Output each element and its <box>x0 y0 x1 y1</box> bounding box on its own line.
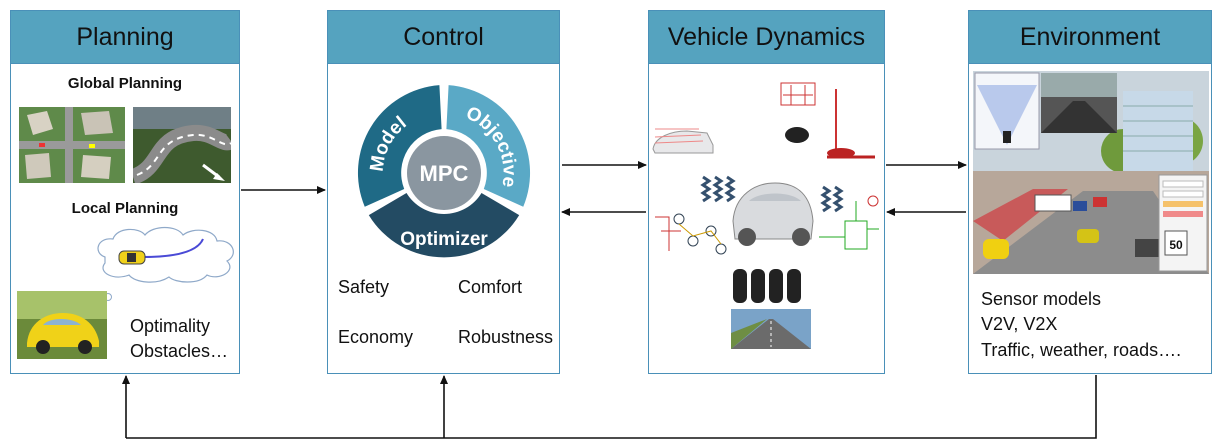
tires-icon <box>733 269 801 303</box>
planning-block: Planning Global Planning Local Planning <box>10 10 240 374</box>
aero-car-icon <box>652 128 714 154</box>
global-planning-label: Global Planning <box>67 75 183 92</box>
optimizer-segment <box>368 193 520 258</box>
optimizer-label: Optimizer <box>400 229 488 250</box>
environment-note-3: Traffic, weather, roads…. <box>981 340 1182 360</box>
mpc-label: MPC <box>420 161 469 186</box>
objective-segment <box>446 85 531 207</box>
road-view-icon <box>731 309 811 349</box>
property-safety: Safety <box>338 277 390 297</box>
environment-note-1: Sensor models <box>981 289 1102 309</box>
vehicle-dynamics-block: Vehicle Dynamics <box>648 10 885 374</box>
property-economy: Economy <box>338 327 414 347</box>
curved-road-image <box>133 107 231 183</box>
spring-icon <box>700 175 844 213</box>
property-robustness: Robustness <box>458 327 554 347</box>
model-segment <box>357 85 442 207</box>
environment-title: Environment <box>969 11 1211 64</box>
feedback-loop-line <box>126 375 1097 439</box>
steering-icon <box>780 82 875 159</box>
city-map-image <box>19 107 125 183</box>
mpc-center <box>407 136 481 210</box>
vehicle-dynamics-illustration <box>652 82 879 349</box>
mpc-ring-diagram: MPC Model Objective Optimizer <box>357 85 531 258</box>
environment-block: Environment <box>968 10 1212 374</box>
vehicle-dynamics-title: Vehicle Dynamics <box>649 11 884 64</box>
speed-sign-text: 50 <box>1169 238 1183 252</box>
differential-schematic-icon <box>819 195 879 250</box>
planning-note-2: Obstacles… <box>130 341 229 361</box>
trajectory-cloud-image <box>91 223 241 285</box>
planning-note-1: Optimality <box>130 316 211 336</box>
planning-title: Planning <box>11 11 239 64</box>
property-comfort: Comfort <box>458 277 523 297</box>
environment-simulation-image: 50 <box>973 71 1209 274</box>
control-title: Control <box>328 11 559 64</box>
car-body-icon <box>732 182 814 246</box>
control-block: Control MPC Model Objective Optimizer Sa… <box>327 10 560 374</box>
local-planning-label: Local Planning <box>71 200 179 217</box>
yellow-car-image <box>17 291 107 359</box>
environment-note-2: V2V, V2X <box>981 314 1058 334</box>
brake-schematic-icon <box>655 213 727 255</box>
